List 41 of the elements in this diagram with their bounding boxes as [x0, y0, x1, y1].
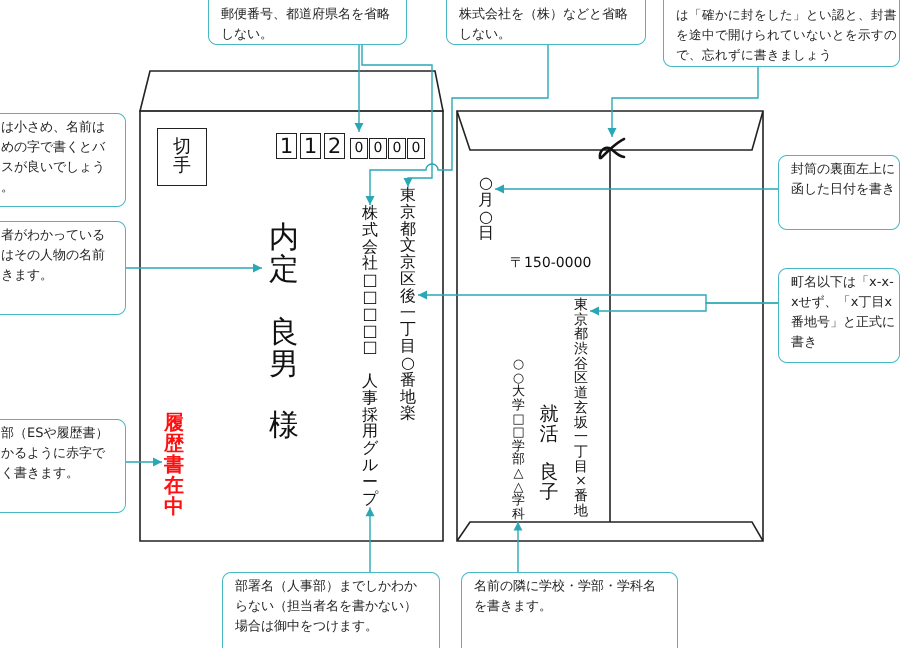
arrow	[608, 67, 759, 137]
digit-box: 0	[407, 138, 425, 159]
callout-box: 町名以下は「x-x-xせず、「x丁目x番地号」と正式に書き	[778, 268, 900, 363]
callout-box: 封筒の裏面左上に函した日付を書き	[778, 155, 900, 230]
arrow	[361, 45, 433, 187]
digit-box: 0	[350, 138, 368, 159]
arrow	[354, 45, 364, 132]
vertical-text: ○月○日	[477, 175, 495, 242]
vertical-text: 東京都渋谷区道玄坂一丁目×番地	[572, 298, 590, 518]
arrow	[126, 264, 262, 272]
enclosure-note: 履歴書在中	[162, 412, 186, 517]
digit-box: 1	[276, 133, 297, 159]
digit-box: 0	[388, 138, 406, 159]
digit-box: 2	[324, 133, 345, 159]
callout-box: 郵便番号、都道府県名を省略しない。	[208, 0, 407, 45]
vertical-text: 東京都文京区後一丁目○番地楽	[398, 187, 418, 422]
callout-box: 株式会社を（株）などと省略しない。	[446, 0, 646, 45]
callout-box: 者がわかっているはその人物の名前きます。	[0, 221, 126, 315]
arrow	[366, 45, 549, 205]
callout-box: 名前の隣に学校・学部・学科名を書きます。	[461, 572, 678, 648]
callout-box: 部（ESや履歴書）かるように赤字でく書きます。	[0, 419, 126, 513]
postal-code: 〒150-0000	[510, 254, 600, 274]
vertical-text: ○○大学□□学部△△学科	[511, 358, 526, 522]
sender-name: 良子	[538, 462, 560, 503]
arrow	[514, 522, 522, 572]
honorific: 様	[268, 410, 300, 442]
stamp-label: 切手	[172, 138, 192, 176]
arrow	[366, 507, 374, 572]
arrow	[126, 458, 162, 466]
recipient-name: 内定	[268, 222, 300, 285]
digit-box: 0	[369, 138, 387, 159]
vertical-text: 株式会社□□□□□ 人事採用グループ	[360, 205, 380, 508]
arrow	[495, 184, 778, 194]
arrow	[418, 290, 778, 304]
sender-name: 就活	[538, 405, 560, 445]
callout-box: は小さめ、名前はめの字で書くとバスが良いでしょう。	[0, 113, 126, 207]
stamp-box	[157, 128, 207, 186]
digit-box: 1	[300, 133, 321, 159]
recipient-name: 良男	[268, 317, 300, 380]
callout-box: 部署名（人事部）までしかわからない（担当者名を書かない）場合は御中をつけます。	[222, 572, 440, 648]
callout-box: は「確かに封をした」とい認と、封書を途中で開けられていないとを示すので、忘れずに書きましょう	[663, 0, 900, 67]
